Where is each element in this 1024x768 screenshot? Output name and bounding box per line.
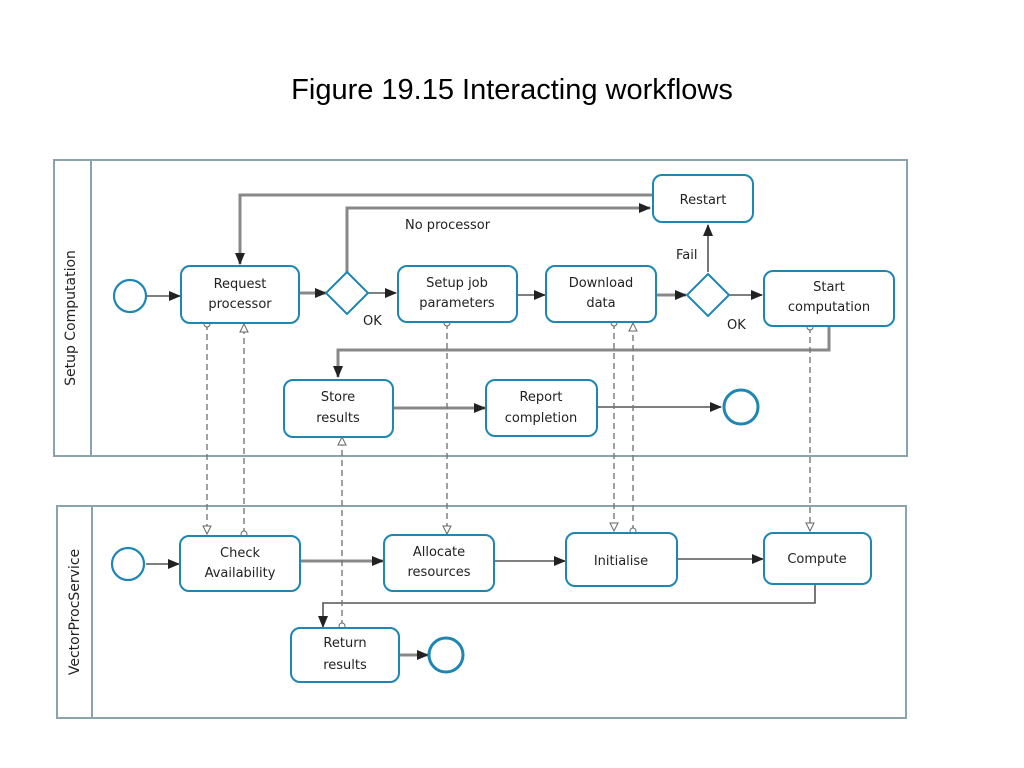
pool-vector-label: VectorProcService [67, 549, 83, 675]
label-fail: Fail [676, 248, 697, 263]
task-request-processor: Request processor [180, 265, 300, 324]
svg-text:Check: Check [220, 546, 260, 561]
svg-text:Store: Store [321, 390, 355, 405]
svg-text:Request: Request [214, 277, 267, 292]
flow-no-processor [345, 203, 651, 272]
task-initialise: Initialise [565, 532, 678, 587]
pool-setup-computation: Setup Computation [53, 159, 908, 457]
label-ok-2: OK [727, 318, 746, 333]
svg-text:Allocate: Allocate [413, 545, 465, 560]
svg-text:Return: Return [323, 636, 366, 651]
setup-sequence-flows [147, 193, 831, 413]
gateway-processor-check [324, 270, 370, 316]
svg-text:processor: processor [208, 297, 272, 312]
task-report-completion: Report completion [485, 379, 598, 437]
svg-text:Availability: Availability [205, 566, 276, 581]
page-title: Figure 19.15 Interacting workflows [291, 74, 733, 106]
svg-text:Start: Start [813, 280, 845, 295]
svg-text:resources: resources [407, 565, 470, 580]
svg-text:computation: computation [788, 300, 870, 315]
svg-text:Report: Report [519, 390, 562, 405]
task-check-availability: Check Availability [179, 535, 301, 592]
svg-text:Setup job: Setup job [426, 276, 488, 291]
gateway-download-check [685, 272, 731, 318]
vector-end-event [427, 636, 465, 674]
flow-start-to-store [333, 327, 831, 378]
svg-text:results: results [316, 411, 360, 426]
setup-end-event [722, 388, 760, 426]
message-flows [207, 323, 810, 626]
svg-text:parameters: parameters [419, 296, 495, 311]
task-return-results: Return results [290, 627, 400, 683]
svg-text:data: data [586, 296, 615, 311]
svg-text:Compute: Compute [787, 552, 846, 567]
vector-start-event [110, 546, 146, 582]
task-setup-job-parameters: Setup job parameters [397, 265, 518, 323]
task-restart: Restart [652, 174, 754, 223]
label-no-processor: No processor [405, 218, 491, 233]
flow-restart-to-request [235, 193, 653, 265]
svg-text:Download: Download [569, 276, 634, 291]
pool-setup-label: Setup Computation [63, 250, 79, 386]
task-store-results: Store results [283, 379, 394, 438]
svg-text:completion: completion [505, 411, 578, 426]
svg-text:Restart: Restart [680, 193, 727, 208]
task-start-computation: Start computation [763, 270, 895, 327]
task-compute: Compute [763, 532, 872, 585]
setup-start-event [112, 278, 148, 314]
svg-text:results: results [323, 658, 367, 673]
task-download-data: Download data [545, 265, 657, 323]
pool-vector-proc-service: VectorProcService [56, 505, 907, 719]
svg-text:Initialise: Initialise [594, 554, 648, 569]
task-allocate-resources: Allocate resources [383, 534, 495, 592]
label-ok-1: OK [363, 314, 382, 329]
flow-compute-to-return [318, 584, 816, 628]
